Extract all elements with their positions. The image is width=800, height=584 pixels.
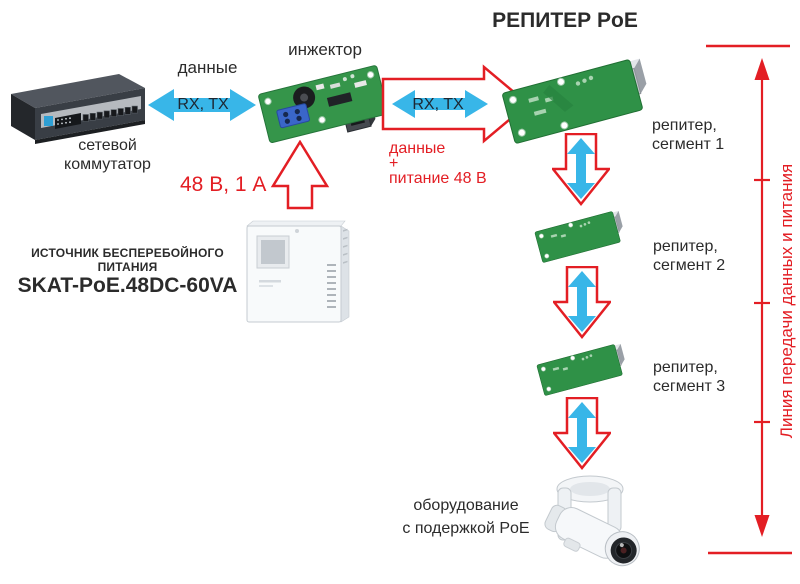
psu-caption: ИСТОЧНИК БЕСПЕРЕБОЙНОГО ПИТАНИЯ — [31, 246, 224, 274]
injector-board-image — [255, 57, 393, 157]
down-arrow-combo-icon — [553, 266, 611, 340]
switch-label: сетевой коммутатор — [25, 136, 190, 174]
measure-line-icon — [706, 44, 792, 555]
data-power-arrow — [380, 64, 532, 146]
repeater-board-icon — [502, 58, 647, 144]
switch-label-line2: коммутатор — [64, 156, 151, 173]
ups-box-icon — [246, 220, 350, 323]
repeater-2-line2: сегмент 2 — [653, 257, 726, 274]
camera-label-line1: оборудование — [413, 497, 519, 514]
page-title: РЕПИТЕР PoE — [492, 9, 638, 32]
repeater-board-3-image — [533, 335, 633, 402]
power-up-arrow — [270, 140, 330, 210]
repeater-1-line1: репитер, — [652, 117, 717, 134]
data-arrow — [147, 86, 257, 124]
measure-line-label: Линия передачи данных и питания — [777, 163, 796, 439]
double-arrow-horizontal-icon — [148, 89, 256, 121]
repeater-board-2-image — [531, 202, 631, 269]
camera-image — [542, 472, 656, 582]
switch-label-line1: сетевой — [78, 137, 137, 154]
repeater-board-icon — [536, 343, 625, 396]
repeater-2-label: репитер, сегмент 2 — [653, 237, 725, 275]
psu-caption-block: ИСТОЧНИК БЕСПЕРЕБОЙНОГО ПИТАНИЯ SKAT-PoE… — [5, 246, 250, 298]
down-arrow-combo-icon — [552, 133, 610, 207]
down-arrow-combo-icon — [553, 397, 611, 471]
camera-label: оборудование с подержкой PoE — [390, 494, 542, 540]
data-power-line1: данные — [389, 140, 446, 157]
camera-label-line2: с подержкой PoE — [402, 520, 530, 537]
data-power-line3: питание 48 В — [389, 170, 487, 187]
data-power-label: данные + питание 48 В — [389, 140, 487, 187]
measure-line — [698, 36, 800, 562]
injector-board-icon — [258, 65, 393, 143]
repeater-3-label: репитер, сегмент 3 — [653, 358, 725, 396]
up-arrow-outline-icon — [270, 140, 330, 210]
repeater-3-line2: сегмент 3 — [653, 378, 726, 395]
camera-icon — [544, 475, 640, 567]
network-switch-image — [5, 68, 147, 150]
link-arrow-2 — [553, 266, 611, 340]
repeater-2-line1: репитер, — [653, 238, 718, 255]
right-arrow-outline-icon — [381, 64, 530, 144]
repeater-board-1-image — [496, 44, 660, 154]
injector-label: инжектор — [288, 40, 362, 59]
rx-tx-label-2: RX, TX — [412, 96, 464, 113]
data-power-line2: + — [389, 155, 399, 172]
data-link-label: данные — [177, 58, 238, 77]
repeater-1-line2: сегмент 1 — [652, 136, 725, 153]
link-arrow-3 — [553, 397, 611, 471]
power-rating-label: 48 В, 1 А — [180, 173, 267, 196]
repeater-1-label: репитер, сегмент 1 — [652, 116, 724, 154]
psu-model: SKAT-PoE.48DC-60VA — [17, 274, 238, 297]
repeater-board-icon — [534, 210, 623, 263]
ups-image — [245, 218, 355, 326]
repeater-3-line1: репитер, — [653, 359, 718, 376]
rx-tx-label-1: RX, TX — [177, 96, 229, 113]
link-arrow-1 — [552, 133, 610, 207]
network-switch-icon — [11, 74, 145, 144]
